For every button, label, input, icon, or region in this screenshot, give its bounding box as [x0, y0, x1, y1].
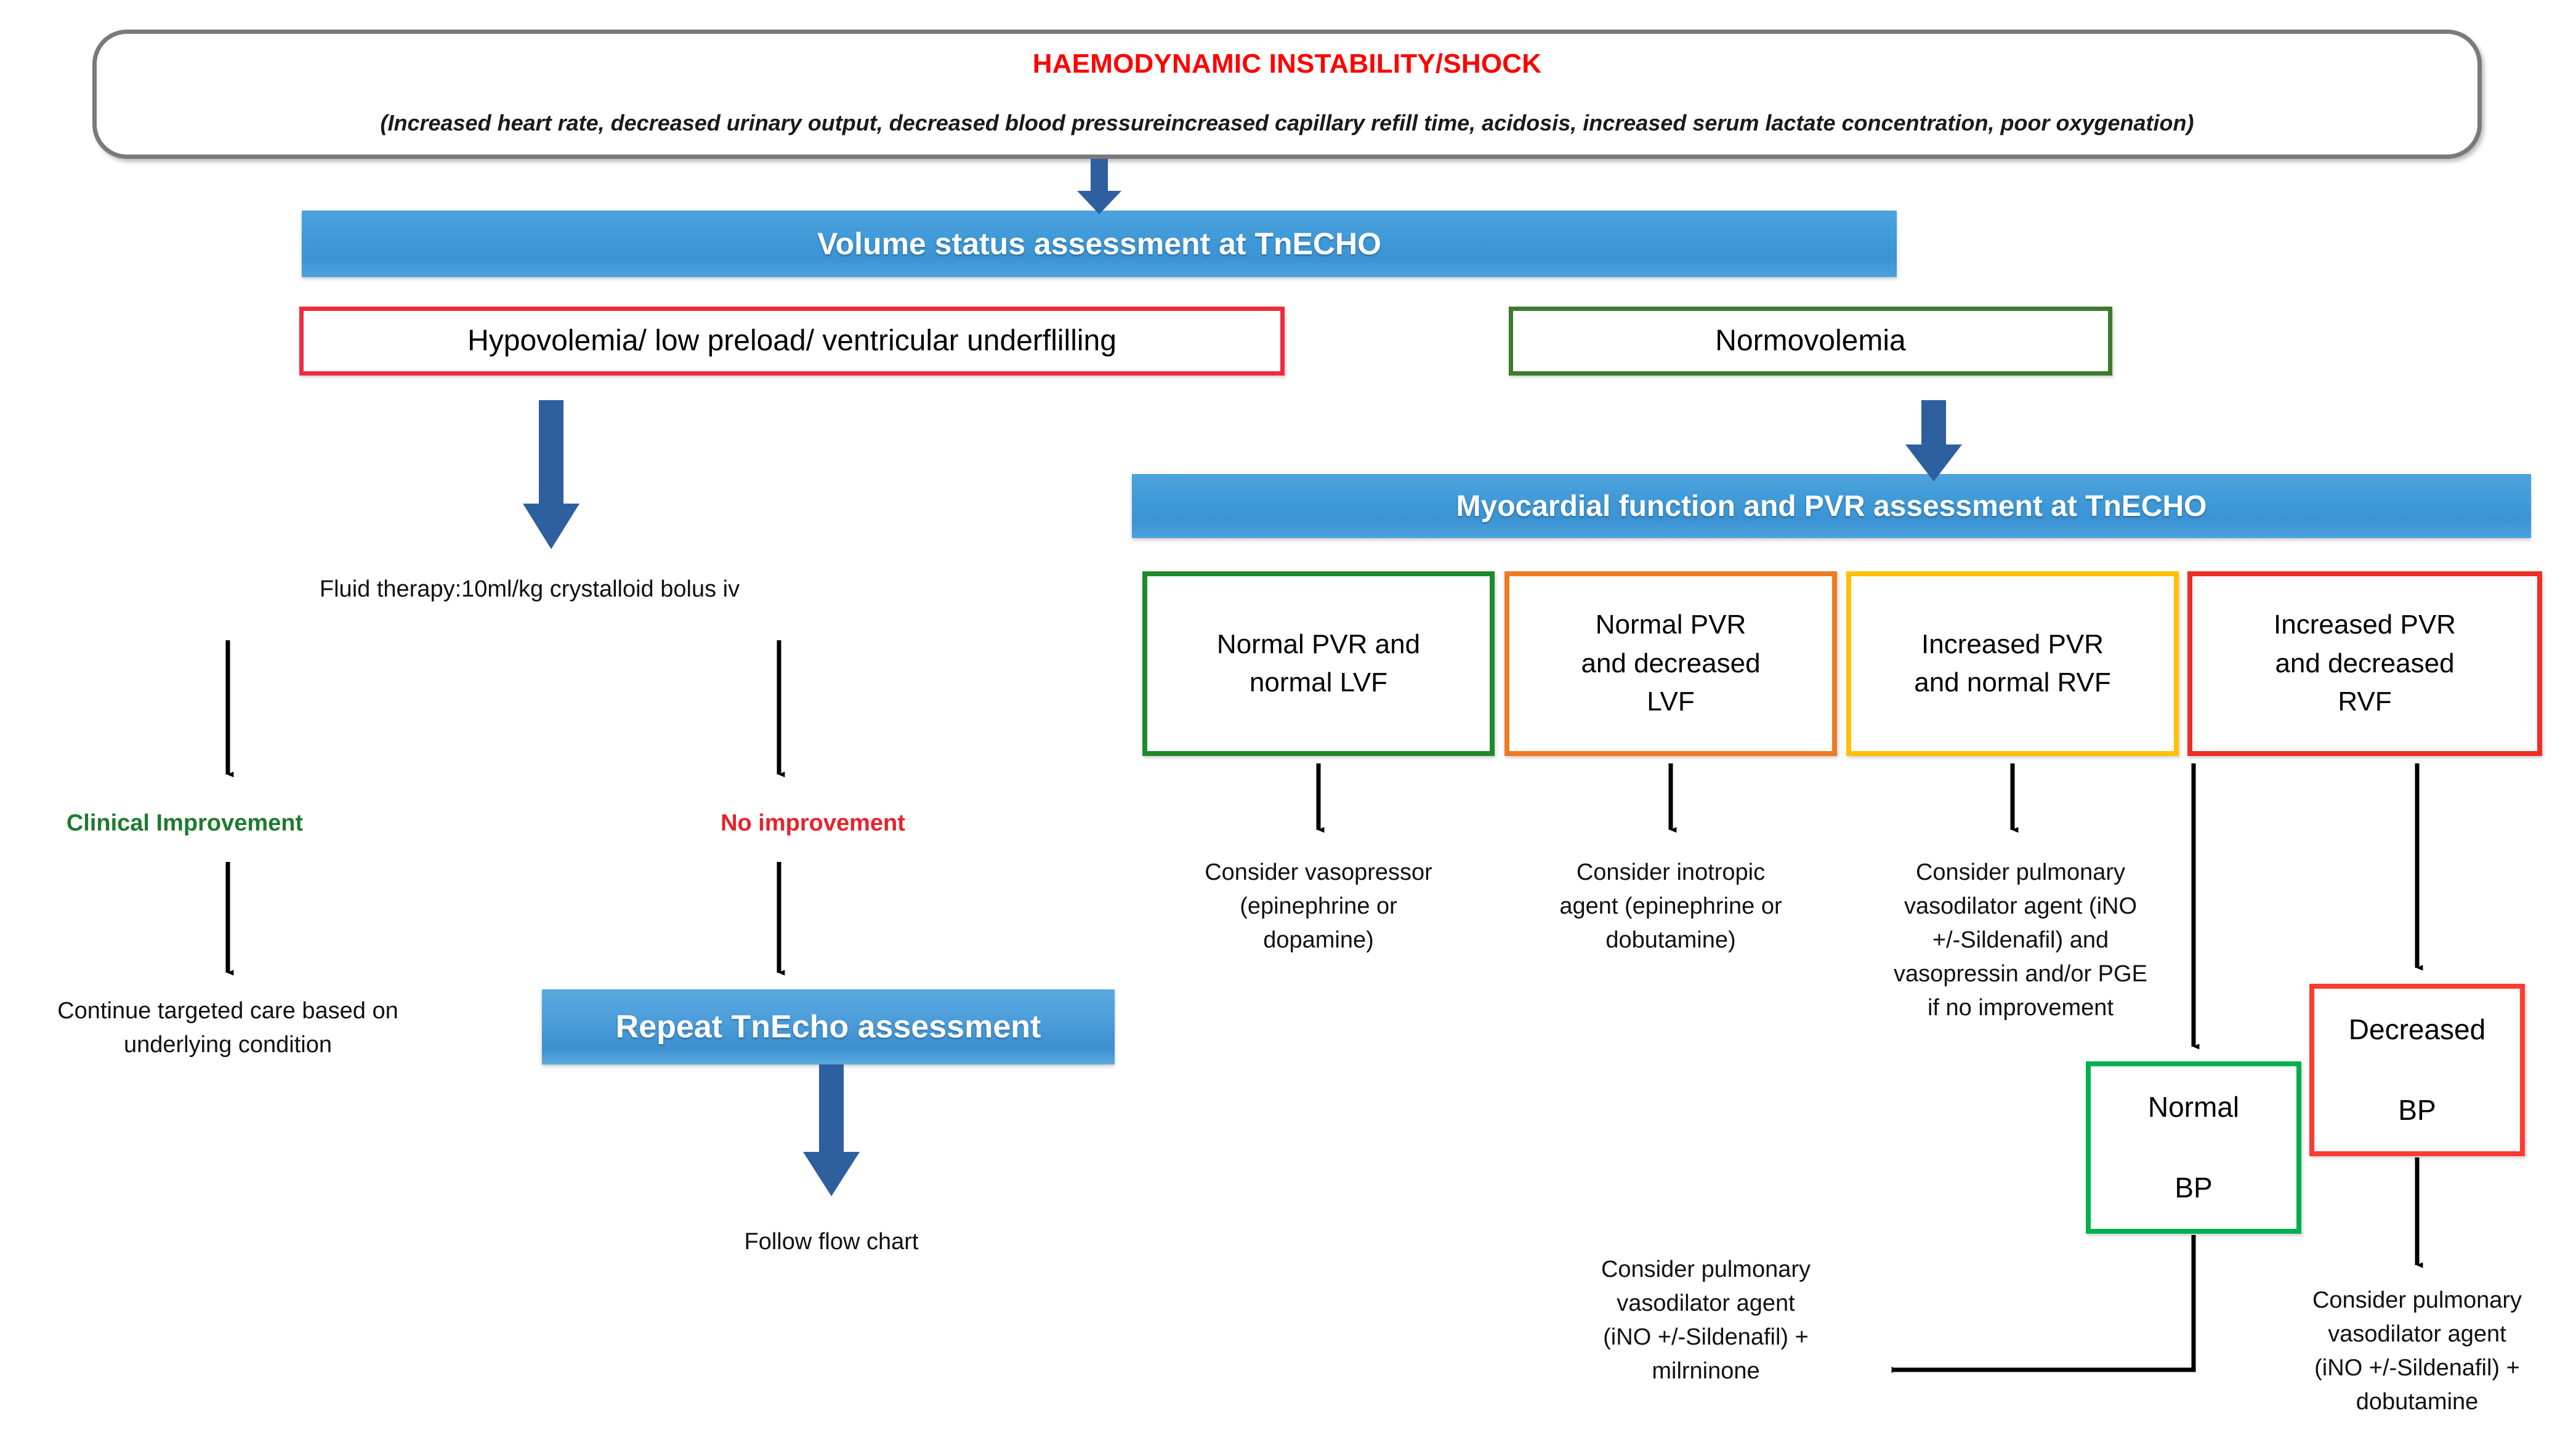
decreased-bp-line1: Decreased — [2348, 1013, 2486, 1046]
t4-line4: milrninone — [1652, 1358, 1760, 1385]
continue-care-line1: Continue targeted care based on — [57, 998, 398, 1024]
pvr2-line1: Normal PVR — [1595, 609, 1746, 640]
follow-flow-chart-label: Follow flow chart — [744, 1229, 919, 1255]
blue-block-arrow-down-icon-1 — [1077, 159, 1121, 214]
t5-line1: Consider pulmonary — [2312, 1287, 2522, 1313]
t4-line1: Consider pulmonary — [1601, 1257, 1811, 1282]
t2-line3: dobutamine) — [1605, 927, 1736, 954]
pvr3-line2: and normal RVF — [1914, 667, 2111, 698]
box-decreased-bp-label: Decreased BP — [2349, 1010, 2485, 1130]
t1-line3: dopamine) — [1263, 927, 1374, 954]
box-normal-bp[interactable]: Normal BP — [2086, 1061, 2301, 1234]
box-hypovolemia-label: Hypovolemia/ low preload/ ventricular un… — [467, 324, 1116, 357]
t3-line4: vasopressin and/or PGE — [1894, 961, 2147, 987]
pvr4-line3: RVF — [2338, 686, 2392, 717]
box-normal-pvr-decreased-lvf-label: Normal PVR and decreased LVF — [1581, 606, 1760, 721]
banner-repeat-tnecho-label: Repeat TnEcho assessment — [615, 1009, 1041, 1045]
banner-myocardial-label: Myocardial function and PVR assessment a… — [1456, 489, 2207, 523]
t4-line3: (iNO +/-Sildenafil) + — [1603, 1324, 1809, 1351]
box-hypovolemia[interactable]: Hypovolemia/ low preload/ ventricular un… — [299, 307, 1285, 376]
caption-consider-pulmonary-vasodilator-pge: Consider pulmonary vasodilator agent (iN… — [1838, 856, 2203, 1025]
caption-continue-targeted-care: Continue targeted care based on underlyi… — [0, 994, 456, 1062]
box-normal-pvr-decreased-lvf[interactable]: Normal PVR and decreased LVF — [1504, 571, 1837, 756]
banner-volume-status-label: Volume status assessment at TnECHO — [817, 227, 1381, 261]
pvr4-line2: and decreased — [2275, 648, 2455, 678]
t4-line2: vasodilator agent — [1617, 1290, 1795, 1317]
decreased-bp-line2: BP — [2398, 1093, 2436, 1126]
t3-line5: if no improvement — [1927, 995, 2114, 1021]
pvr3-line1: Increased PVR — [1921, 629, 2104, 659]
t1-line2: (epinephrine or — [1240, 893, 1397, 920]
box-normal-bp-label: Normal BP — [2148, 1087, 2239, 1208]
box-increased-pvr-decreased-rvf-label: Increased PVR and decreased RVF — [2274, 606, 2456, 721]
caption-consider-pulmonary-vasodilator-milrinone: Consider pulmonary vasodilator agent (iN… — [1558, 1253, 1854, 1388]
page-title: HAEMODYNAMIC INSTABILITY/SHOCK — [1032, 49, 1542, 79]
label-no-improvement: No improvement — [628, 806, 998, 840]
caption-consider-inotropic-agent: Consider inotropic agent (epinephrine or… — [1490, 856, 1851, 957]
blue-block-arrow-down-icon-4 — [803, 1064, 860, 1196]
pvr1-line1: Normal PVR and — [1216, 629, 1421, 659]
t2-line2: agent (epinephrine or — [1559, 893, 1782, 920]
normal-bp-line1: Normal — [2147, 1091, 2240, 1124]
header-subtitle: (Increased heart rate, decreased urinary… — [380, 110, 2194, 135]
box-normovolemia[interactable]: Normovolemia — [1509, 307, 2112, 376]
fluid-therapy-label: Fluid therapy:10ml/kg crystalloid bolus … — [319, 576, 740, 602]
caption-consider-pulmonary-vasodilator-dobutamine: Consider pulmonary vasodilator agent (iN… — [2269, 1284, 2565, 1419]
normal-bp-line2: BP — [2174, 1171, 2213, 1204]
pvr2-line3: LVF — [1647, 686, 1695, 717]
elbow-arrow-left-icon — [1891, 1235, 2196, 1373]
pvr4-line1: Increased PVR — [2274, 609, 2456, 640]
pvr2-line2: and decreased — [1581, 648, 1761, 678]
blue-block-arrow-down-icon-3 — [1905, 400, 1962, 481]
caption-consider-vasopressor: Consider vasopressor (epinephrine or dop… — [1142, 856, 1495, 957]
label-clinical-improvement: Clinical Improvement — [0, 806, 369, 840]
box-increased-pvr-normal-rvf[interactable]: Increased PVR and normal RVF — [1846, 571, 2179, 756]
banner-volume-status-assessment[interactable]: Volume status assessment at TnECHO — [302, 211, 1897, 277]
no-improvement-label: No improvement — [721, 810, 905, 836]
box-increased-pvr-normal-rvf-label: Increased PVR and normal RVF — [1914, 625, 2111, 702]
continue-care-line2: underlying condition — [123, 1032, 332, 1058]
box-normal-pvr-normal-lvf-label: Normal PVR and normal LVF — [1217, 625, 1420, 702]
t3-line1: Consider pulmonary — [1915, 859, 2126, 885]
clinical-improvement-label: Clinical Improvement — [66, 810, 304, 836]
pvr1-line2: normal LVF — [1249, 667, 1388, 698]
box-decreased-bp[interactable]: Decreased BP — [2309, 984, 2525, 1156]
t1-line1: Consider vasopressor — [1205, 859, 1432, 885]
box-normal-pvr-normal-lvf[interactable]: Normal PVR and normal LVF — [1142, 571, 1495, 756]
banner-repeat-tnecho-assessment[interactable]: Repeat TnEcho assessment — [542, 989, 1115, 1064]
box-normovolemia-label: Normovolemia — [1715, 324, 1906, 357]
t5-line4: dobutamine — [2356, 1389, 2479, 1415]
t5-line2: vasodilator agent — [2328, 1321, 2506, 1348]
t2-line1: Consider inotropic — [1576, 859, 1766, 885]
caption-follow-flow-chart: Follow flow chart — [616, 1225, 1047, 1259]
blue-block-arrow-down-icon-2 — [523, 400, 579, 549]
t5-line3: (iNO +/-Sildenafil) + — [2314, 1355, 2520, 1382]
t3-line2: vasodilator agent (iNO — [1904, 893, 2138, 920]
banner-myocardial-function-pvr[interactable]: Myocardial function and PVR assessment a… — [1132, 474, 2531, 538]
caption-fluid-therapy: Fluid therapy:10ml/kg crystalloid bolus … — [203, 573, 856, 606]
t3-line3: +/-Sildenafil) and — [1932, 927, 2109, 954]
box-increased-pvr-decreased-rvf[interactable]: Increased PVR and decreased RVF — [2187, 571, 2542, 756]
haemodynamic-instability-header-box: HAEMODYNAMIC INSTABILITY/SHOCK (Increase… — [92, 30, 2482, 159]
